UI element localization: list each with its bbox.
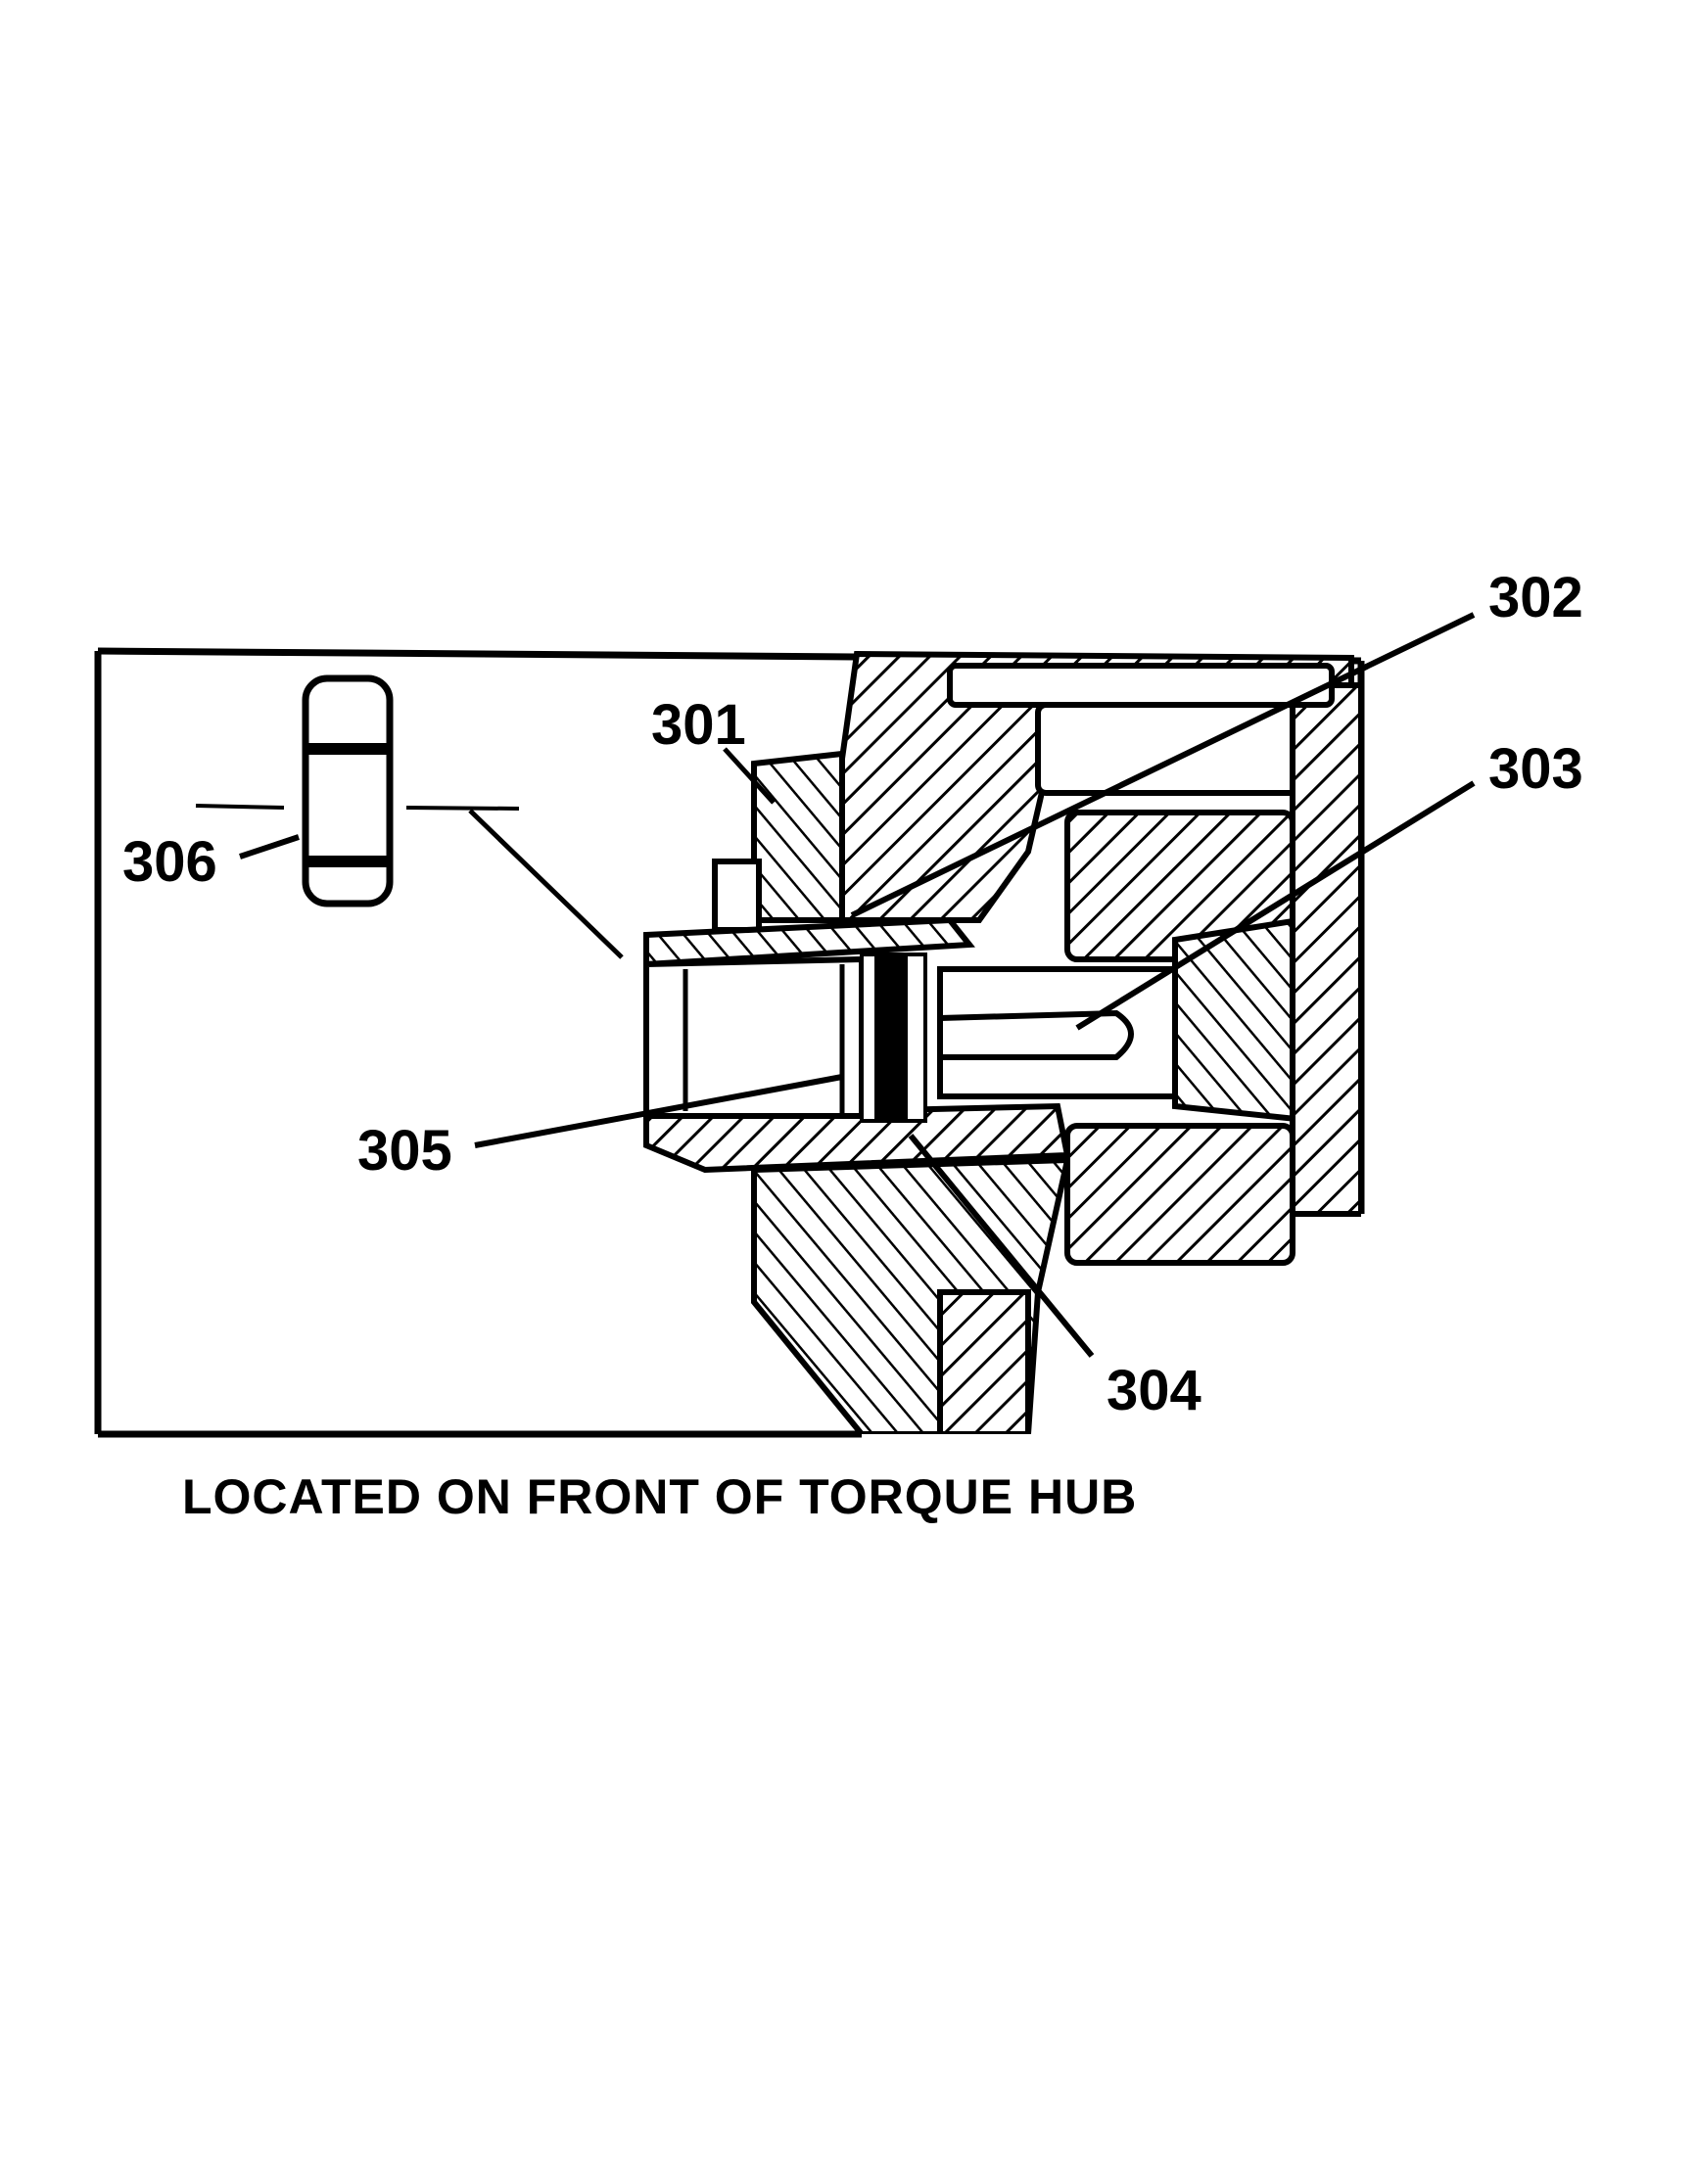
- top-roller: [947, 663, 1335, 708]
- leader-303: [1075, 780, 1476, 1031]
- ring-gear: [1290, 682, 1361, 1217]
- planet-gear-lower: [1064, 1123, 1295, 1266]
- cover-plate: [751, 750, 845, 923]
- o-ring-seal: [874, 953, 908, 1123]
- callout-305: 305: [357, 1119, 452, 1183]
- leader-305: [474, 1074, 843, 1148]
- callout-301: 301: [651, 693, 746, 757]
- nut-axis-right: [405, 806, 520, 811]
- leader-306: [239, 834, 300, 860]
- seal-spacer-right: [904, 953, 927, 1123]
- cutaway-assembly: [643, 651, 1361, 1434]
- hex-nut: [302, 674, 394, 907]
- leader-304: [908, 1134, 1095, 1358]
- bore-housing-top: [643, 916, 975, 968]
- leader-301: [723, 747, 776, 805]
- bore-housing-bottom: [643, 1102, 1071, 1174]
- nut-axis-left: [195, 804, 285, 810]
- leader-302: [850, 612, 1476, 918]
- callout-302: 302: [1488, 566, 1583, 629]
- seal-spacer: [860, 953, 878, 1123]
- callout-304: 304: [1106, 1359, 1201, 1422]
- upper-bolt: [712, 859, 762, 933]
- callout-306: 306: [122, 830, 217, 894]
- disconnect-rod: [937, 1009, 1134, 1060]
- lower-right-plate: [937, 1289, 1031, 1434]
- nut-install-arrow: [468, 809, 624, 959]
- callout-303: 303: [1488, 737, 1583, 801]
- bearing-race-upper: [1035, 702, 1335, 796]
- diagram-caption: LOCATED ON FRONT OF TORQUE HUB: [182, 1469, 1138, 1524]
